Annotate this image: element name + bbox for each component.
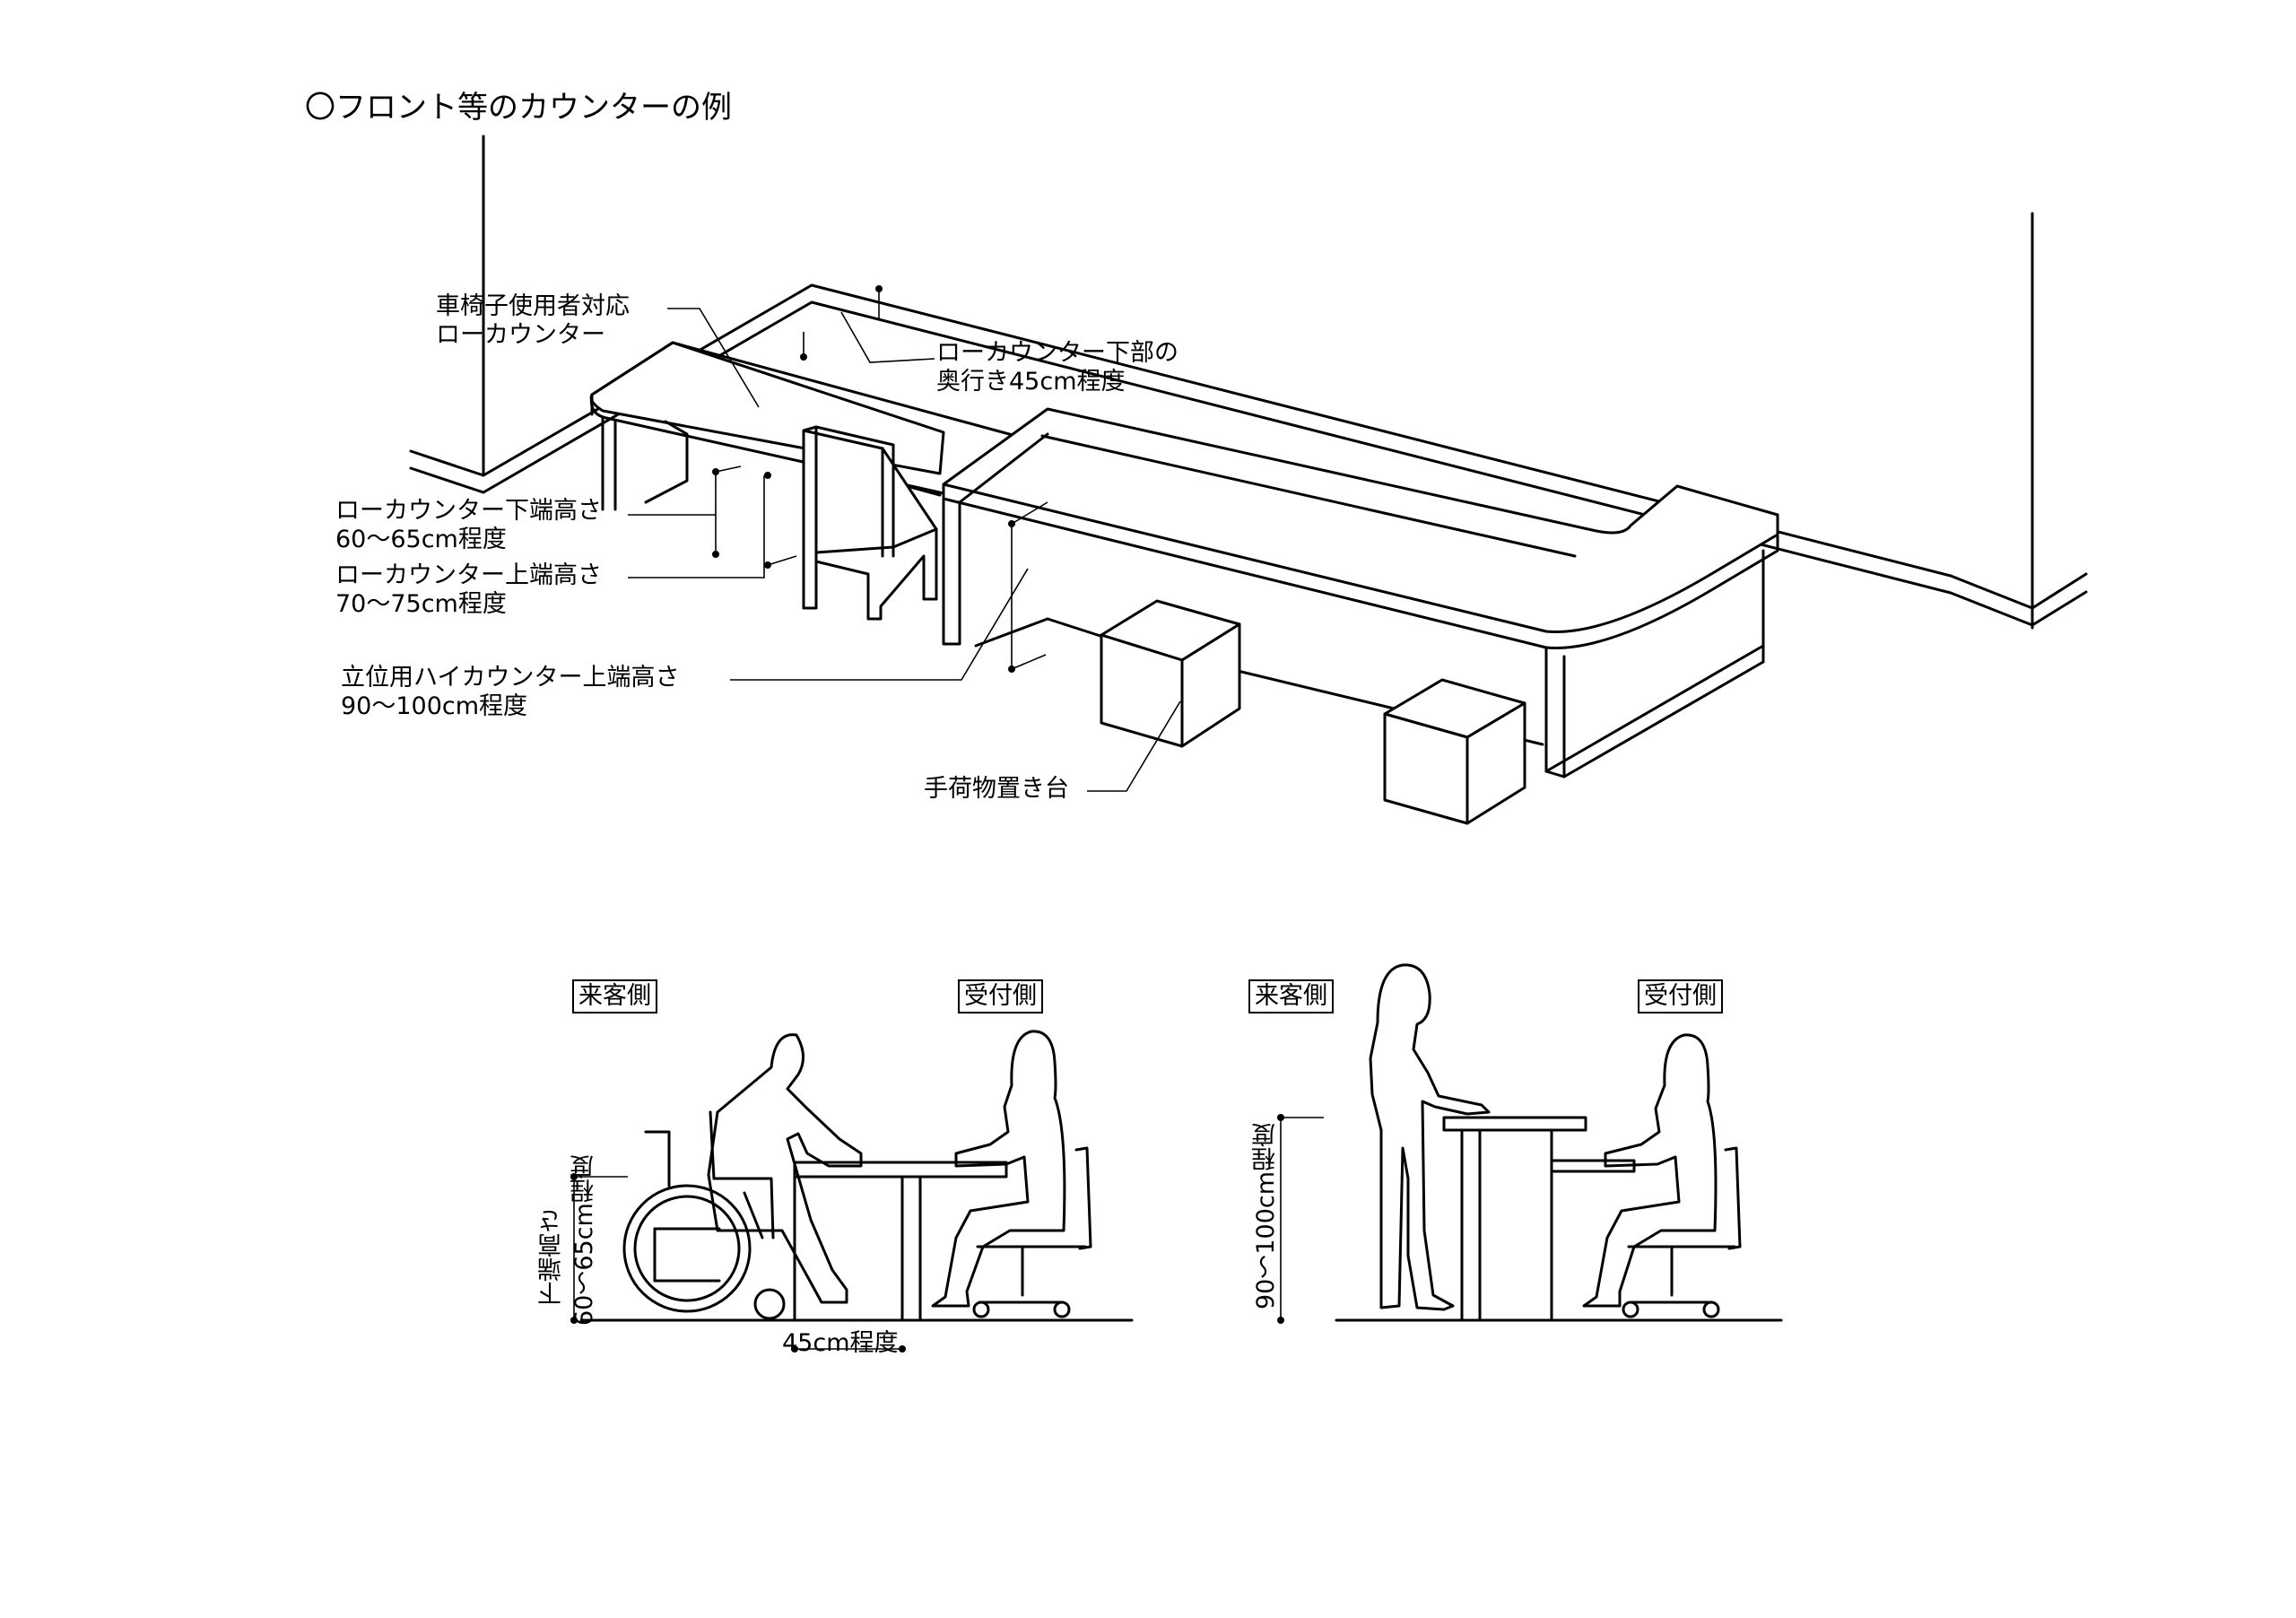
low-counter-label-line1: 車椅子使用者対応 [436, 292, 630, 320]
receptionist-seated-right [1582, 1033, 1718, 1308]
left-bottom-height-label-line1: 下端高さ [538, 1209, 566, 1306]
receptionist-seated [931, 1030, 1066, 1308]
office-chair-right [1622, 1146, 1742, 1318]
isometric-view [409, 135, 2088, 825]
left-customer-side-label: 来客側 [572, 979, 657, 1013]
office-chair-left [972, 1146, 1092, 1318]
left-bottom-height-label-line2: 60～65cm程度 [570, 1154, 598, 1326]
wheelchair [622, 1110, 786, 1320]
left-depth-label: 45cm程度 [782, 1329, 899, 1357]
chair [802, 425, 938, 621]
left-dimensions [570, 1173, 906, 1353]
left-section [570, 1030, 1134, 1353]
left-reception-side-label: 受付側 [958, 979, 1043, 1013]
low-top-height-label-line2: 70～75cm程度 [335, 590, 507, 618]
luggage-stand-label: 手荷物置き台 [924, 775, 1069, 803]
right-section [1277, 963, 1783, 1324]
right-dimensions [1277, 1114, 1324, 1324]
visitor-seated [707, 1033, 863, 1304]
low-counter-label-line2: ローカウンター [436, 321, 605, 349]
luggage-box-1 [1100, 599, 1241, 748]
depth-label-line1: ローカウンター下部の [936, 339, 1178, 367]
right-reception-side-label: 受付側 [1638, 979, 1723, 1013]
high-top-height-label-line1: 立位用ハイカウンター上端高さ [341, 664, 680, 692]
low-top-height-label-line1: ローカウンター上端高さ [335, 561, 602, 589]
low-bottom-height-label-line2: 60～65cm程度 [335, 526, 507, 553]
depth-label-line2: 奥行き45cm程度 [936, 368, 1126, 396]
low-bottom-height-label-line1: ローカウンター下端高さ [335, 497, 602, 525]
leader-lines [628, 285, 1181, 792]
page-title: 〇フロント等のカウンターの例 [305, 90, 732, 126]
high-top-height-label-line2: 90～100cm程度 [341, 692, 528, 720]
right-customer-side-label: 来客側 [1248, 979, 1334, 1013]
luggage-box-2 [1383, 678, 1526, 825]
visitor-standing [1369, 963, 1491, 1311]
high-counter-section [1442, 1116, 1636, 1322]
right-top-height-label: 90～100cm程度 [1252, 1122, 1280, 1309]
low-counter-section [793, 1161, 1008, 1322]
wall-lines [409, 135, 2088, 630]
high-counter [942, 407, 1779, 779]
